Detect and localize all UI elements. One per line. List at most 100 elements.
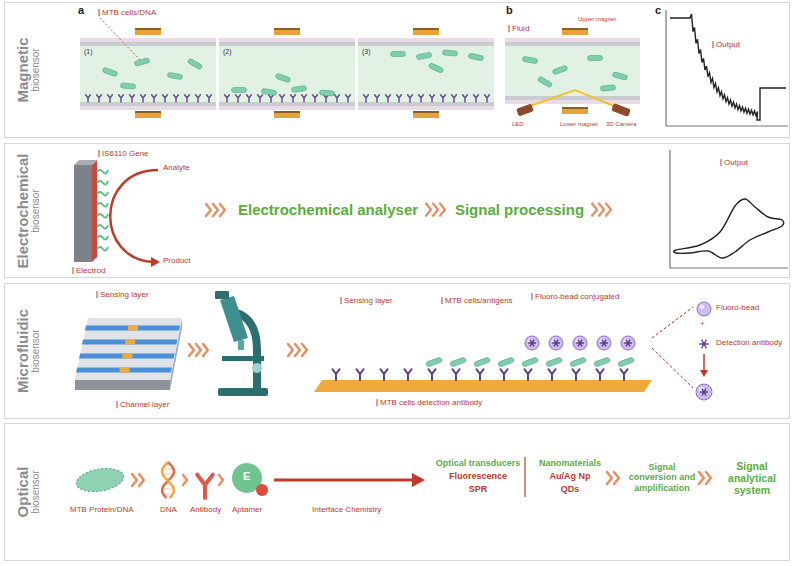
reaction-arrow <box>151 257 160 267</box>
panel-subtitle: biosensor <box>31 467 42 518</box>
magnetic-setup <box>505 28 640 117</box>
bacterium-symbol <box>522 357 539 367</box>
antibody-symbol <box>269 95 274 102</box>
magnet <box>135 28 161 30</box>
camera <box>611 103 631 117</box>
antibody-symbol <box>548 369 555 380</box>
antibody-symbol <box>324 95 329 102</box>
magnet <box>135 28 161 35</box>
antibody-symbol <box>474 95 479 102</box>
voltammogram-chart <box>670 150 788 268</box>
chevron-arrow <box>433 204 438 216</box>
magnetic-setup <box>505 96 640 100</box>
part-label: c <box>655 4 661 17</box>
part-label: LED <box>512 121 524 128</box>
antibody-symbol <box>225 95 230 102</box>
leader-line <box>73 267 74 274</box>
output-chart <box>666 10 788 126</box>
magnetic-chamber <box>358 102 494 106</box>
part-label: QDs <box>561 484 580 494</box>
magnet <box>413 111 439 113</box>
antibody-symbol <box>86 95 91 102</box>
part-label: Electrochemical analyser <box>238 201 418 218</box>
chevron-arrow <box>302 344 307 356</box>
microscope <box>215 291 268 396</box>
part-label: Fluid <box>512 24 529 33</box>
panel-subtitle: biosensor <box>31 153 42 268</box>
magnet <box>274 28 300 35</box>
antibody-symbol <box>452 369 459 380</box>
antibody-symbol <box>572 369 579 380</box>
antibody-symbol <box>108 95 113 102</box>
panel-title: Magnetic <box>15 37 31 102</box>
leader-line <box>99 9 100 16</box>
bacterium-symbol <box>537 76 552 88</box>
sensing-spot <box>120 368 130 373</box>
magnetic-chamber <box>80 42 216 46</box>
antibody-symbol <box>97 95 102 102</box>
antibody-symbol <box>302 95 307 102</box>
chevron-arrow <box>440 204 445 216</box>
microfluidic-chip <box>75 318 182 380</box>
bacterium-symbol <box>450 357 467 367</box>
zoom-detail <box>652 307 693 388</box>
microscope <box>252 363 262 373</box>
panel-title: Electrochemical <box>15 153 31 268</box>
antibody-symbol <box>258 95 263 102</box>
bacterium-symbol <box>291 85 307 92</box>
dna-rung <box>162 469 173 470</box>
magnetic-setup <box>505 42 640 46</box>
dna-rung <box>162 489 174 490</box>
flow-chevrons <box>189 344 307 356</box>
panel-title: Microfluidic <box>15 309 31 393</box>
part-label: MTB cells detection antibody <box>380 398 482 407</box>
antibody-symbol <box>236 95 241 102</box>
sensing-strip <box>554 341 557 344</box>
antibody-symbol <box>428 369 435 380</box>
bacterium-symbol <box>570 357 587 367</box>
light-beam <box>530 90 614 106</box>
part-label: SPR <box>469 484 488 494</box>
magnetic-setup <box>505 100 640 104</box>
fluoro-bead-symbol <box>525 336 539 350</box>
leader-line <box>509 25 510 32</box>
part-label: Channel layer <box>120 400 169 409</box>
magnet <box>413 111 439 118</box>
part-label: Fluoro-bead <box>716 303 759 312</box>
part-label: Fluoro-bead conjugated <box>535 292 620 301</box>
part-label: Output <box>716 40 740 49</box>
magnetic-chamber <box>80 102 216 106</box>
panel-label-column: Magneticbiosensor <box>5 3 51 137</box>
magnetic-chamber <box>219 28 355 118</box>
leader-line <box>100 18 140 60</box>
antibody-symbol <box>397 95 402 102</box>
led <box>516 104 534 117</box>
bacterium-symbol <box>134 58 150 67</box>
chevron-arrow <box>219 475 223 485</box>
antibody-symbol <box>174 95 179 102</box>
bacterium-symbol <box>594 357 611 367</box>
chevron-arrow <box>288 344 293 356</box>
dna-probe <box>97 170 108 174</box>
antibody-symbol <box>620 369 627 380</box>
bacterium-symbol <box>261 88 277 96</box>
interface-arrow <box>412 473 425 487</box>
sensing-spot <box>122 354 132 359</box>
bacterium-symbol <box>552 65 568 75</box>
panel-label-column: Microfluidicbiosensor <box>5 284 51 418</box>
voltammogram-chart <box>674 199 784 258</box>
part-label: Interface Chemistry <box>312 505 381 514</box>
bacterium-symbol <box>468 53 484 61</box>
chevron-arrow <box>132 474 137 486</box>
voltammogram-chart <box>670 150 788 268</box>
panel-title: Optical <box>15 467 31 518</box>
magnetic-chamber <box>358 28 494 118</box>
fluoro-bead-symbol <box>573 336 587 350</box>
antibody-symbol <box>280 95 285 102</box>
magnetic-chamber <box>80 106 216 110</box>
antibody-symbol <box>130 95 135 102</box>
electrode <box>74 160 108 262</box>
leader-line <box>341 297 342 304</box>
bacterium-symbol <box>442 50 457 56</box>
microfluidic-chip <box>75 380 170 390</box>
